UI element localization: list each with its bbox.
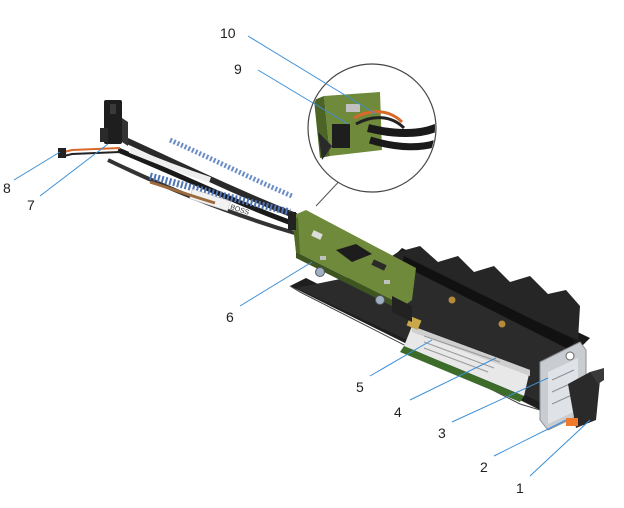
callout-10: 10 bbox=[220, 25, 236, 41]
power-connector bbox=[100, 100, 128, 146]
leader-line-4 bbox=[409, 357, 497, 401]
screw-icon bbox=[375, 295, 385, 305]
callout-2: 2 bbox=[480, 459, 488, 475]
callout-3: 3 bbox=[438, 425, 446, 441]
callout-7: 7 bbox=[27, 197, 35, 213]
callout-5: 5 bbox=[356, 379, 364, 395]
release-latch bbox=[568, 372, 600, 428]
callout-9: 9 bbox=[234, 61, 242, 77]
release-tab bbox=[566, 418, 578, 426]
callout-8: 8 bbox=[3, 180, 11, 196]
callout-1: 1 bbox=[516, 480, 524, 496]
zoom-inset bbox=[307, 63, 437, 207]
leader-line-8 bbox=[13, 151, 61, 181]
boss-controller-card bbox=[288, 210, 416, 322]
leader-line-10 bbox=[247, 35, 377, 115]
leader-line-5 bbox=[369, 339, 433, 377]
leader-line-1 bbox=[529, 419, 591, 477]
screw-icon bbox=[498, 320, 506, 328]
leader-line-9 bbox=[257, 69, 349, 125]
leader-line-7 bbox=[39, 143, 109, 197]
signal-wire-plug bbox=[58, 147, 121, 158]
callout-6: 6 bbox=[226, 309, 234, 325]
callout-4: 4 bbox=[394, 404, 402, 420]
zoom-connector bbox=[332, 124, 350, 148]
leader-line-2 bbox=[493, 419, 567, 457]
front-bracket bbox=[539, 341, 604, 431]
m2-ssd bbox=[400, 316, 530, 402]
leader-line-3 bbox=[451, 377, 549, 423]
screw-icon bbox=[315, 267, 325, 277]
leader-line-6 bbox=[239, 261, 313, 307]
callout-labels: 1 2 3 4 5 6 7 8 9 10 bbox=[3, 25, 524, 496]
screw-icon bbox=[448, 296, 456, 304]
callout-leaders bbox=[13, 35, 591, 477]
controller-chip bbox=[336, 244, 372, 262]
blue-ribbon-cable bbox=[149, 172, 291, 216]
cable-bundle bbox=[107, 131, 301, 236]
